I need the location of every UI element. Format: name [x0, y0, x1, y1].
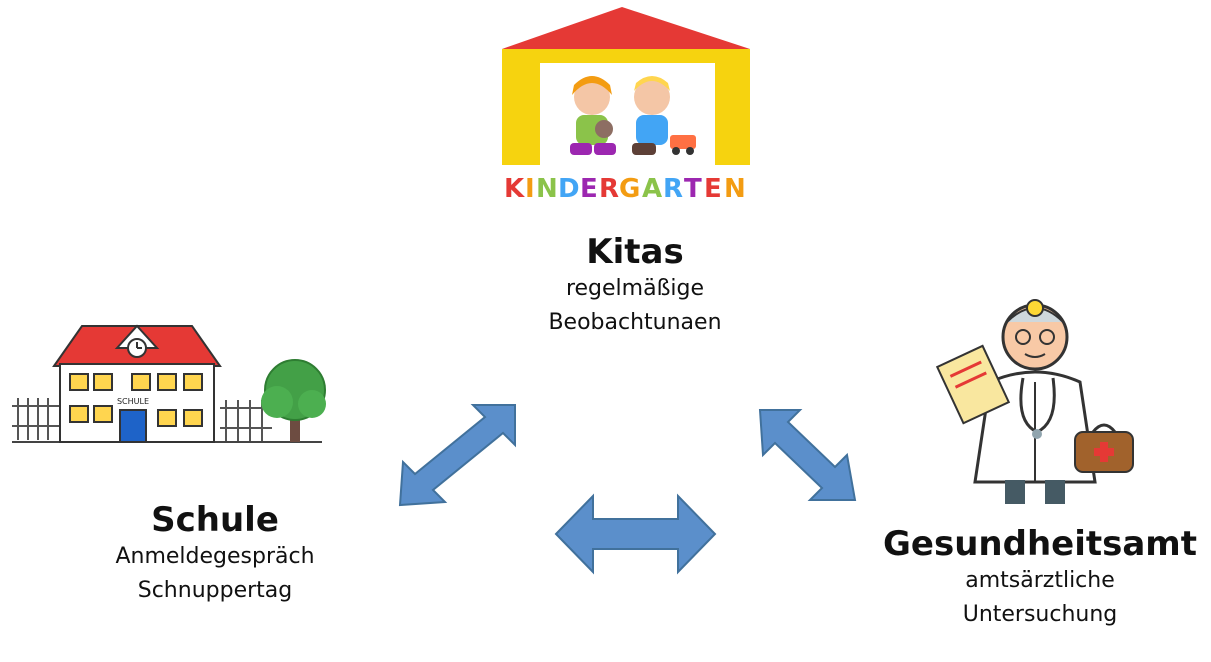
svg-text:N: N [724, 174, 746, 204]
double-arrow-icon [395, 400, 520, 510]
gesundheitsamt-title: Gesundheitsamt [883, 524, 1197, 564]
double-arrow-icon [755, 405, 860, 505]
svg-text:T: T [684, 174, 702, 204]
kitas-line1: regelmäßige [565, 276, 705, 301]
svg-text:D: D [558, 174, 580, 204]
kitas-line2: Beobachtunaen [548, 310, 722, 335]
svg-text:N: N [536, 174, 558, 204]
kindergarten-logo: K I N D E R G A R T E N [492, 5, 764, 205]
svg-text:R: R [663, 174, 683, 204]
gesundheitsamt-node: Gesundheitsamt amtsärztliche Untersuchun… [875, 524, 1205, 632]
svg-text:A: A [642, 174, 662, 204]
kitas-node: Kitas regelmäßige Beobachtunaen [505, 232, 765, 340]
gesundheitsamt-line2: Untersuchung [962, 602, 1118, 627]
svg-text:E: E [704, 174, 722, 204]
schule-title: Schule [151, 500, 279, 540]
svg-text:R: R [599, 174, 619, 204]
svg-text:K: K [504, 174, 525, 204]
schule-line2: Schnuppertag [137, 578, 293, 603]
svg-text:G: G [619, 174, 640, 204]
gesundheitsamt-line1: amtsärztliche [965, 568, 1115, 593]
double-arrow-icon [553, 492, 718, 577]
svg-text:I: I [525, 174, 535, 204]
school-building-icon: SCHULE [12, 318, 327, 458]
kitas-title: Kitas [586, 232, 684, 272]
svg-text:SCHULE: SCHULE [117, 397, 149, 406]
schule-line1: Anmeldegespräch [115, 544, 315, 569]
schule-node: Schule Anmeldegespräch Schnuppertag [60, 500, 370, 608]
doctor-icon [935, 282, 1145, 512]
tree-icon [261, 359, 326, 442]
svg-text:E: E [580, 174, 598, 204]
